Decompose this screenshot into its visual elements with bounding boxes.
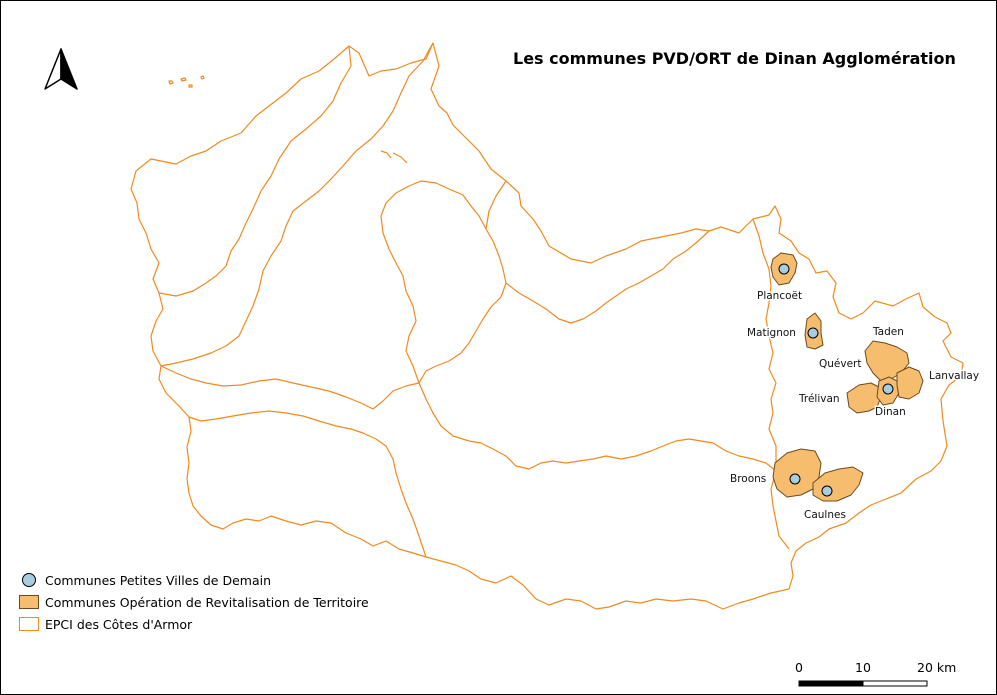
commune-labels: Plancoët Matignon Taden Quévert Lanvalla…	[729, 289, 981, 523]
label-quevert: Quévert	[819, 358, 862, 370]
pvd-point-dinan	[882, 383, 894, 395]
pvd-points	[778, 263, 894, 497]
pvd-point-matignon	[807, 327, 819, 339]
legend-item-ort: Communes Opération de Revitalisation de …	[19, 591, 369, 613]
pvd-point-caulnes	[821, 485, 833, 497]
legend-item-epci: EPCI des Côtes d'Armor	[19, 613, 369, 635]
commune-caulnes-polygon	[812, 466, 864, 502]
label-trelivan: Trélivan	[798, 393, 840, 405]
pvd-point-plancoet	[778, 263, 790, 275]
epci-boundary-8	[188, 410, 427, 558]
ort-communes	[770, 252, 924, 502]
north-arrow-icon	[44, 48, 78, 90]
scale-tick-10: 10	[855, 660, 871, 675]
commune-lanvallay-polygon	[896, 366, 924, 400]
label-matignon: Matignon	[747, 327, 796, 339]
epci-boundary-4	[380, 180, 507, 384]
epci-boundary-2	[160, 42, 434, 367]
legend-outline-polygon-icon	[19, 617, 39, 631]
epci-boundary-5	[485, 180, 507, 230]
map-legend: Communes Petites Villes de Demain Commun…	[19, 569, 369, 635]
scale-tick-0: 0	[795, 660, 803, 675]
legend-label: Communes Petites Villes de Demain	[45, 572, 272, 588]
coastal-islands	[168, 75, 408, 164]
commune-trelivan-polygon	[846, 382, 882, 414]
epci-outline-department	[130, 42, 964, 610]
epci-boundary-6	[418, 382, 777, 472]
epci-boundary-7	[505, 230, 710, 324]
epci-boundaries	[130, 42, 964, 610]
label-dinan: Dinan	[875, 406, 906, 418]
scale-tick-20: 20 km	[917, 660, 956, 675]
map-title: Les communes PVD/ORT de Dinan Agglomérat…	[513, 49, 956, 68]
label-broons: Broons	[730, 473, 766, 485]
label-caulnes: Caulnes	[804, 509, 846, 521]
epci-boundary-3	[160, 365, 420, 410]
label-plancoet: Plancoët	[757, 290, 802, 302]
scale-bar: 0 10 20 km	[795, 660, 956, 687]
pvd-point-broons	[789, 473, 801, 485]
legend-circle-icon	[22, 573, 36, 587]
legend-label: EPCI des Côtes d'Armor	[45, 616, 193, 632]
legend-label: Communes Opération de Revitalisation de …	[45, 594, 369, 610]
commune-quevert-polygon	[864, 340, 910, 382]
label-taden: Taden	[872, 326, 904, 338]
epci-boundary-1	[158, 45, 352, 297]
legend-item-pvd: Communes Petites Villes de Demain	[19, 569, 369, 591]
label-lanvallay: Lanvallay	[929, 370, 979, 382]
epci-boundary-9	[752, 218, 790, 550]
legend-filled-polygon-icon	[19, 595, 39, 609]
